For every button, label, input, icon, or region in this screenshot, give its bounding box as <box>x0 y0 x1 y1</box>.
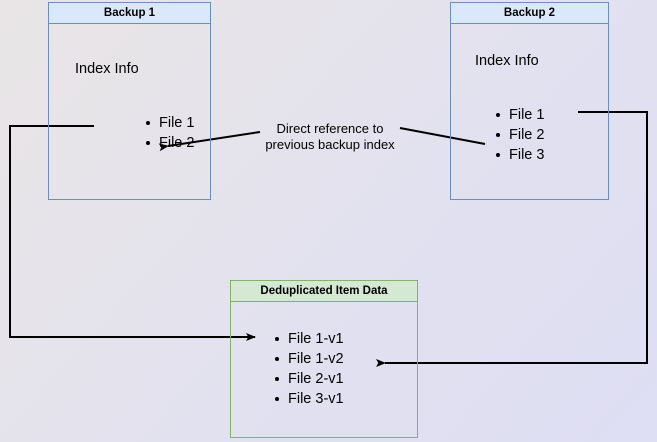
node-deduplicated-item-data[interactable]: Deduplicated Item Data File 1-v1 File 1-… <box>230 280 418 438</box>
edge-label-line-2: previous backup index <box>265 137 395 152</box>
node-backup-1[interactable]: Backup 1 Index Info File 1 File 2 <box>48 2 211 200</box>
node-backup-1-title: Index Info <box>75 61 139 77</box>
node-backup-2[interactable]: Backup 2 Index Info File 1 File 2 File 3 <box>450 2 609 200</box>
list-item[interactable]: File 2 <box>495 125 544 145</box>
edge-label-direct-reference: Direct reference to previous backup inde… <box>245 121 415 153</box>
node-backup-2-header: Backup 2 <box>451 3 608 24</box>
list-item[interactable]: File 1 <box>495 105 544 125</box>
list-item[interactable]: File 3 <box>495 145 544 165</box>
node-deduplicated-item-data-header: Deduplicated Item Data <box>231 281 417 302</box>
edge-label-line-1: Direct reference to <box>276 121 384 136</box>
node-backup-1-file-list: File 1 File 2 <box>145 113 194 153</box>
node-backup-1-header: Backup 1 <box>49 3 210 24</box>
node-backup-2-file-list: File 1 File 2 File 3 <box>495 105 544 165</box>
list-item[interactable]: File 3-v1 <box>274 389 344 409</box>
list-item[interactable]: File 2 <box>145 133 194 153</box>
list-item[interactable]: File 1-v2 <box>274 349 344 369</box>
list-item[interactable]: File 2-v1 <box>274 369 344 389</box>
node-backup-2-title: Index Info <box>475 53 539 69</box>
list-item[interactable]: File 1 <box>145 113 194 133</box>
node-deduplicated-file-list: File 1-v1 File 1-v2 File 2-v1 File 3-v1 <box>274 329 344 409</box>
list-item[interactable]: File 1-v1 <box>274 329 344 349</box>
